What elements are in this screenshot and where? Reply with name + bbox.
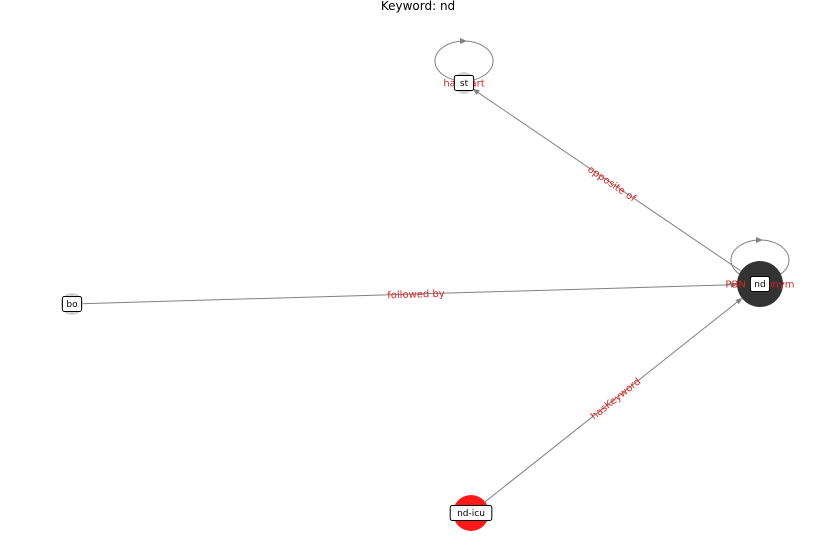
graph-title: Keyword: nd [381, 0, 455, 13]
edge-followed-by [71, 282, 738, 305]
edge-label-followed-by: followed by [387, 289, 445, 302]
node-label-text: bo [66, 300, 78, 310]
node-label-box [61, 296, 83, 312]
node-label-text: nd-icu [457, 509, 485, 519]
edge-label-opposite-of: opposite of [585, 164, 638, 205]
node-label-st: st [453, 75, 475, 91]
node-label-nd-icu: nd-icu [449, 505, 493, 521]
node-label-nd: nd [749, 276, 771, 292]
edge-opposite-of [472, 88, 761, 285]
edges-layer [71, 38, 790, 514]
self-loop-arrowhead [756, 237, 763, 243]
edge-haskeyword [470, 297, 743, 514]
self-loop-arrowhead [460, 38, 467, 44]
node-labels-layer: st nd bo nd-icu [61, 75, 771, 521]
node-label-box [449, 505, 493, 521]
node-label-box [453, 75, 475, 91]
node-label-box [749, 276, 771, 292]
edge-label-haskeyword: hasKeyword [589, 376, 643, 422]
node-label-bo: bo [61, 296, 83, 312]
node-label-text: nd [754, 280, 765, 290]
node-label-text: st [460, 79, 469, 89]
